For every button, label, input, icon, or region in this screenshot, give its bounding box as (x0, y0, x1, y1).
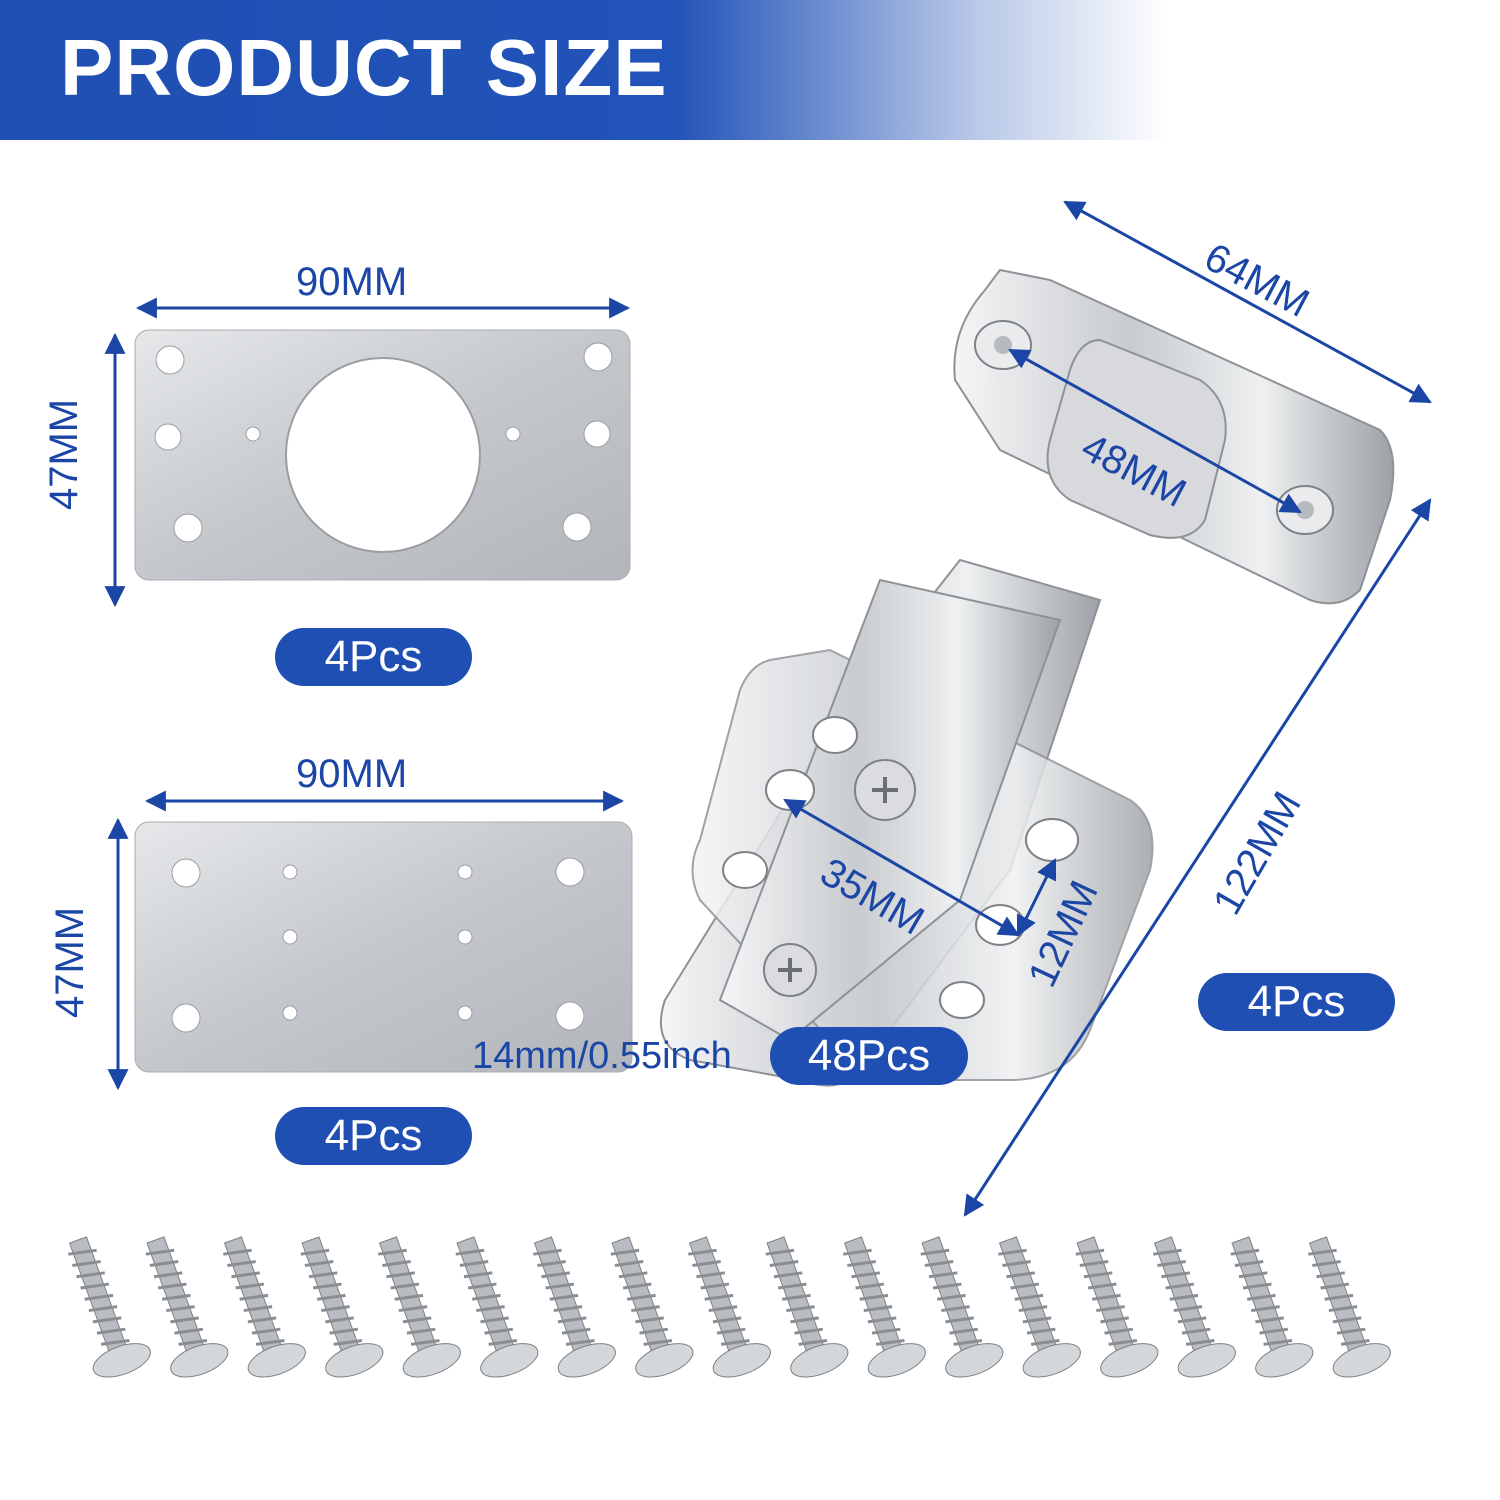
screw-icon (610, 1236, 694, 1378)
screw-icon (1230, 1236, 1314, 1378)
screw-size-label: 14mm/0.55inch (472, 1035, 732, 1077)
header-banner: PRODUCT SIZE (0, 0, 1500, 140)
screw-icon (533, 1236, 616, 1378)
screw-icon (920, 1236, 1004, 1378)
plate-bottom-width-label: 90MM (296, 752, 408, 796)
screw-icon (1075, 1236, 1159, 1378)
screws-row (68, 1236, 1391, 1378)
screw-icon (998, 1236, 1081, 1378)
screw-icon (765, 1236, 849, 1378)
screw-icon (688, 1236, 771, 1378)
screw-icon (378, 1236, 461, 1378)
mounting-plate-with-hole (134, 329, 631, 581)
page-title: PRODUCT SIZE (60, 23, 668, 112)
hinge-qty-badge: 4Pcs (1198, 973, 1395, 1031)
screw-icon (843, 1236, 926, 1378)
screw-icon (223, 1236, 306, 1378)
screw-icon (1308, 1236, 1391, 1378)
screw-icon (68, 1236, 151, 1378)
plate-bottom-height-label: 47MM (48, 906, 92, 1018)
screw-icon (1153, 1236, 1236, 1378)
plate-bottom-qty-badge: 4Pcs (275, 1107, 472, 1165)
plate-top-qty-badge: 4Pcs (275, 628, 472, 686)
mounting-plate-flat (134, 821, 633, 1073)
plate-top-height-label: 47MM (42, 398, 86, 510)
screw-icon (300, 1236, 384, 1378)
screw-icon (145, 1236, 229, 1378)
plate-top-width-label: 90MM (296, 260, 408, 304)
screw-icon (455, 1236, 539, 1378)
screws-qty-badge: 48Pcs (770, 1027, 968, 1085)
